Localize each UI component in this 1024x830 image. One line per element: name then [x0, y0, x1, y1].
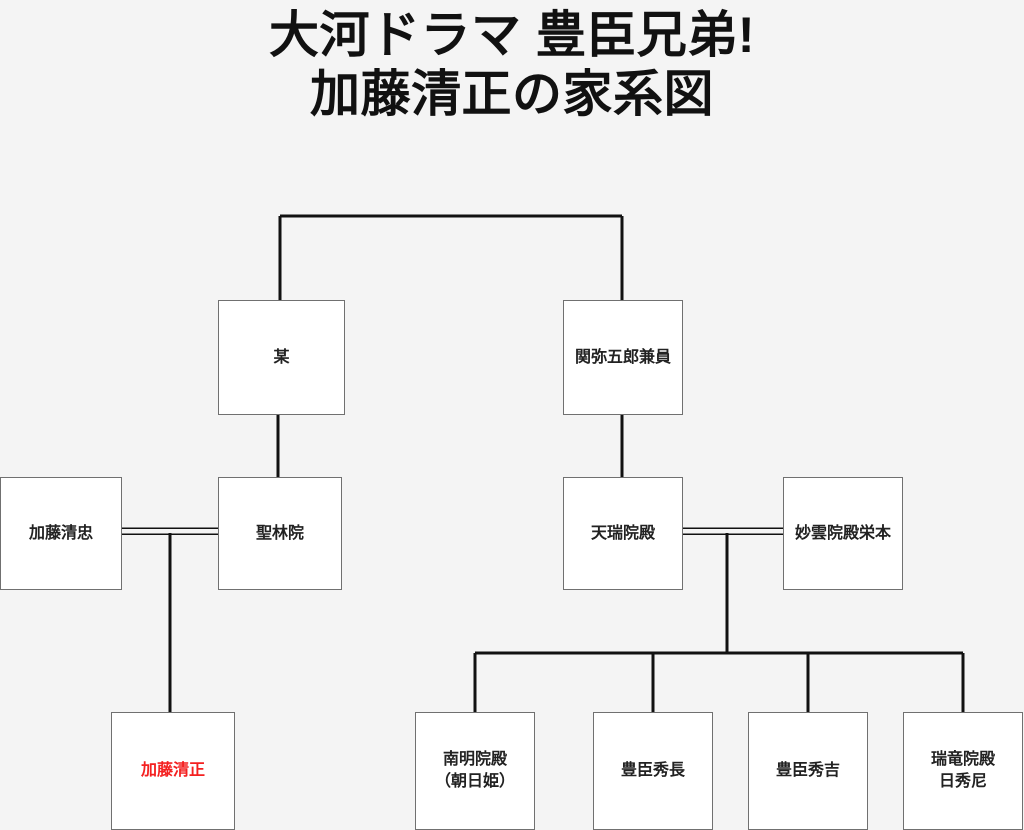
- node-tenzuiin-dono[interactable]: 天瑞院殿: [563, 477, 683, 590]
- node-label: 天瑞院殿: [590, 524, 655, 542]
- node-toyotomi-hidenaga[interactable]: 豊臣秀長: [593, 712, 713, 830]
- node-nanmeiin-dono-asahihime[interactable]: 南明院殿（朝日姫）: [415, 712, 535, 830]
- node-bou[interactable]: 某: [218, 300, 345, 415]
- page-title: 大河ドラマ 豊臣兄弟! 加藤清正の家系図: [0, 0, 1024, 124]
- node-toyotomi-hideyoshi[interactable]: 豊臣秀吉: [748, 712, 868, 830]
- node-seirin-in[interactable]: 聖林院: [218, 477, 342, 590]
- node-label: 瑞竜院殿日秀尼: [930, 751, 995, 790]
- node-label: 妙雲院殿栄本: [794, 524, 891, 542]
- node-label: 某: [273, 348, 290, 366]
- node-myounin-dono-eihon[interactable]: 妙雲院殿栄本: [783, 477, 903, 590]
- node-sekiyagoro-kanekazu[interactable]: 関弥五郎兼員: [563, 300, 683, 415]
- node-kato-kiyomasa[interactable]: 加藤清正: [111, 712, 235, 830]
- node-label: 聖林院: [255, 524, 304, 542]
- node-label: 加藤清忠: [28, 524, 93, 542]
- node-label: 南明院殿（朝日姫）: [434, 751, 515, 790]
- node-zuiryuin-dono-nisshuni[interactable]: 瑞竜院殿日秀尼: [903, 712, 1023, 830]
- node-label: 豊臣秀長: [620, 762, 685, 780]
- node-kato-kiyotada[interactable]: 加藤清忠: [0, 477, 122, 590]
- node-label: 関弥五郎兼員: [574, 348, 671, 366]
- node-label: 加藤清正: [140, 762, 205, 780]
- title-line-1: 大河ドラマ 豊臣兄弟!: [268, 7, 756, 63]
- title-line-2: 加藤清正の家系図: [310, 66, 714, 122]
- node-label: 豊臣秀吉: [775, 762, 840, 780]
